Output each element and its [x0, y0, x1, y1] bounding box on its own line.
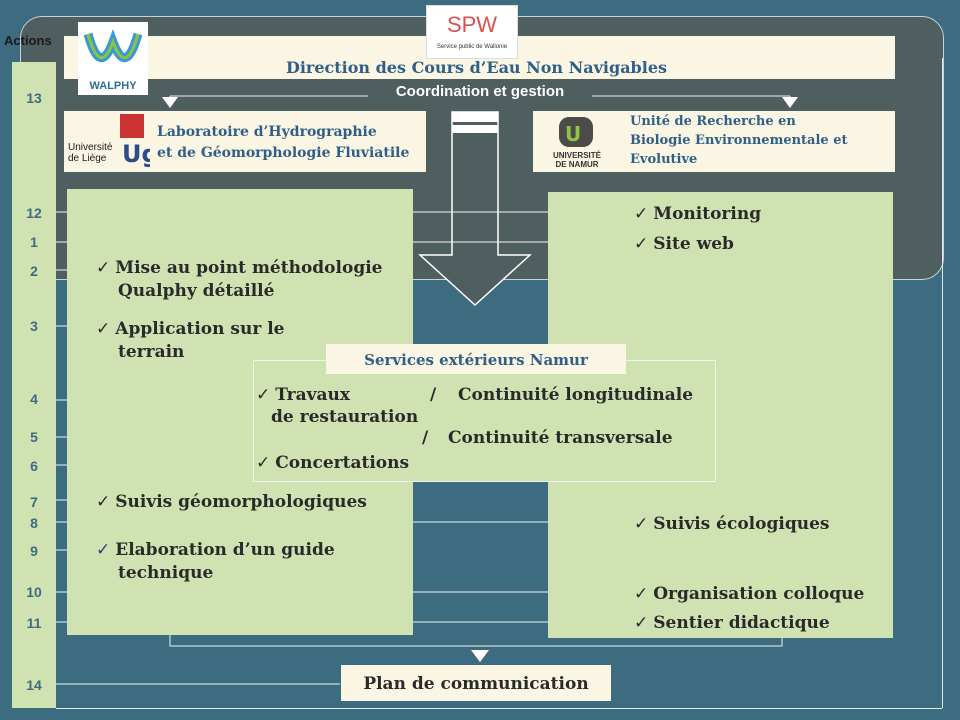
- item-monitoring: ✓Monitoring: [634, 203, 761, 225]
- item-concertations-label: Concertations: [275, 453, 410, 473]
- action-number: 7: [30, 494, 38, 510]
- check-icon: ✓: [96, 258, 111, 278]
- slash-1: /: [430, 385, 437, 405]
- check-icon: ✓: [634, 613, 649, 633]
- plan-communication: Plan de communication: [363, 674, 589, 694]
- action-number: 10: [26, 584, 42, 600]
- plan-communication-box: [341, 665, 611, 701]
- services-box: [253, 360, 716, 482]
- item-mise-line2: Qualphy détaillé: [118, 281, 275, 301]
- walphy-wave-icon: [83, 29, 143, 62]
- services-title-box: [326, 344, 626, 374]
- spw-logo-caption: Service public de Wallonie: [436, 44, 508, 50]
- svg-text:Ug: Ug: [122, 140, 150, 168]
- liege-lab-name-2: et de Géomorphologie Fluviatile: [157, 145, 410, 161]
- action-number: 6: [30, 458, 38, 474]
- namur-logo: U UNIVERSITÉ DE NAMUR: [547, 113, 607, 171]
- namur-un-icon: U: [559, 117, 593, 147]
- action-number: 8: [30, 515, 38, 531]
- action-number: 5: [30, 429, 38, 445]
- item-colloque: ✓Organisation colloque: [634, 583, 864, 605]
- outer-frame-bottom: [56, 708, 942, 709]
- item-mise-au-point: ✓Mise au point méthodologie: [96, 257, 382, 279]
- check-icon: ✓: [634, 514, 649, 534]
- check-icon: ✓: [256, 453, 271, 473]
- item-guide-line1: Elaboration d’un guide: [115, 540, 335, 560]
- spw-logo-text: SPW: [446, 12, 498, 37]
- item-continuite-longitudinale: Continuité longitudinale: [458, 385, 694, 405]
- item-suivis-eco: ✓Suivis écologiques: [634, 513, 829, 535]
- direction-title: Direction des Cours d’Eau Non Navigables: [285, 58, 668, 77]
- item-suivis-eco-label: Suivis écologiques: [653, 514, 830, 534]
- check-icon: ✓: [634, 584, 649, 604]
- check-icon: ✓: [96, 540, 111, 560]
- item-site-web-label: Site web: [653, 234, 734, 254]
- item-continuite-transversale: Continuité transversale: [448, 428, 673, 448]
- item-guide: ✓Elaboration d’un guide: [96, 539, 335, 561]
- actions-label: Actions: [4, 33, 52, 48]
- outer-frame-right: [942, 58, 943, 708]
- item-application: ✓Application sur le: [96, 318, 285, 340]
- namur-lab-box: [533, 111, 895, 172]
- action-number: 1: [30, 234, 38, 250]
- item-site-web: ✓Site web: [634, 233, 734, 255]
- liege-logo-text: Université de Liège: [68, 142, 113, 164]
- action-number: 14: [26, 677, 42, 693]
- item-application-line2: terrain: [118, 342, 185, 362]
- item-application-line1: Application sur le: [115, 319, 285, 339]
- item-restauration: de restauration: [271, 407, 419, 427]
- action-number: 4: [30, 391, 38, 407]
- liege-logo: Ug Université de Liège: [66, 112, 159, 170]
- check-icon: ✓: [96, 319, 111, 339]
- check-icon: ✓: [96, 492, 111, 512]
- namur-lab-name-2: Biologie Environnementale et: [630, 133, 848, 148]
- services-title: Services extérieurs Namur: [364, 351, 588, 369]
- namur-lab-name-1: Unité de Recherche en: [630, 114, 796, 129]
- item-travaux-label: Travaux: [275, 385, 351, 405]
- action-number: 12: [26, 205, 42, 221]
- check-icon: ✓: [256, 385, 271, 405]
- svg-text:U: U: [565, 122, 581, 146]
- action-number: 9: [30, 543, 38, 559]
- action-number: 11: [26, 615, 42, 631]
- spw-logo: SPW Service public de Wallonie: [426, 5, 518, 59]
- walphy-logo: WALPHY: [78, 22, 148, 95]
- item-mise-line1: Mise au point méthodologie: [115, 258, 383, 278]
- coordination-label: Coordination et gestion: [368, 83, 592, 103]
- check-icon: ✓: [634, 204, 649, 224]
- item-sentier-label: Sentier didactique: [653, 613, 830, 633]
- item-monitoring-label: Monitoring: [653, 204, 762, 224]
- action-number: 13: [26, 90, 42, 106]
- namur-logo-text: UNIVERSITÉ DE NAMUR: [552, 151, 601, 169]
- walphy-logo-text: WALPHY: [89, 80, 137, 92]
- action-number: 3: [30, 318, 38, 334]
- item-guide-line2: technique: [118, 563, 214, 583]
- slash-2: /: [422, 428, 429, 448]
- item-suivis-geo-label: Suivis géomorphologiques: [115, 492, 367, 512]
- check-icon: ✓: [634, 234, 649, 254]
- item-travaux: ✓Travaux: [256, 384, 350, 406]
- item-suivis-geo: ✓Suivis géomorphologiques: [96, 491, 367, 513]
- actions-column: [12, 62, 56, 708]
- liege-lab-name-1: Laboratoire d’Hydrographie: [157, 124, 377, 140]
- item-concertations: ✓Concertations: [256, 452, 409, 474]
- action-number: 2: [30, 263, 38, 279]
- item-sentier: ✓Sentier didactique: [634, 612, 830, 634]
- namur-lab-name-3: Evolutive: [630, 152, 698, 167]
- item-colloque-label: Organisation colloque: [653, 584, 865, 604]
